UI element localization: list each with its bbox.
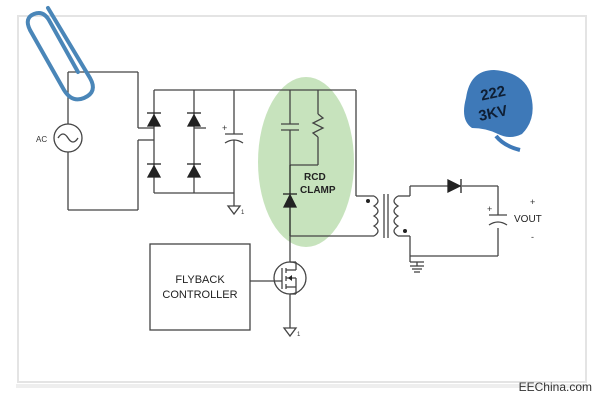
badge-line2: 3KV [477,102,509,125]
ceramic-capacitor-icon: 222 3KV [464,70,533,152]
output-ground [410,261,424,273]
clamp-capacitor [281,90,299,165]
vout-plus: + [530,197,535,207]
ac-source [53,71,154,211]
ground-mark-switch: 1 [297,332,301,338]
high-voltage-rail [234,89,374,197]
vout-minus: - [531,232,534,242]
mosfet-switch [250,261,307,338]
output-capacitor [488,214,508,226]
bridge-diode [146,163,162,178]
output-wiring [410,185,499,257]
mosfet-arrow [288,275,292,281]
bridge-diode [186,112,202,127]
clamp-label-line2: CLAMP [300,185,336,196]
controller-label-line2: CONTROLLER [162,289,237,301]
ground-mark-input: 1 [241,210,245,216]
bridge-diode [146,112,162,127]
clamp-diode [282,165,298,236]
rcd-clamp-highlight [258,77,354,247]
switch-node-wire [289,235,374,262]
vout-label: VOUT [514,214,542,225]
ac-label: AC [36,135,47,144]
clamp-resistor [290,90,325,166]
output-diode [447,178,462,194]
flyback-transformer [372,186,411,262]
watermark: EEChina.com [518,380,592,394]
secondary-dot [403,229,407,233]
badge-line1: 222 [479,83,507,105]
primary-dot [366,199,370,203]
input-capacitor-plus: + [222,123,227,133]
clamp-label-line1: RCD [304,172,326,183]
input-capacitor [224,90,244,216]
paperclip-icon [25,6,95,102]
flyback-controller-box [149,243,251,331]
controller-label-line1: FLYBACK [175,274,225,286]
output-capacitor-plus: + [487,204,492,214]
bridge-diode [186,163,202,178]
